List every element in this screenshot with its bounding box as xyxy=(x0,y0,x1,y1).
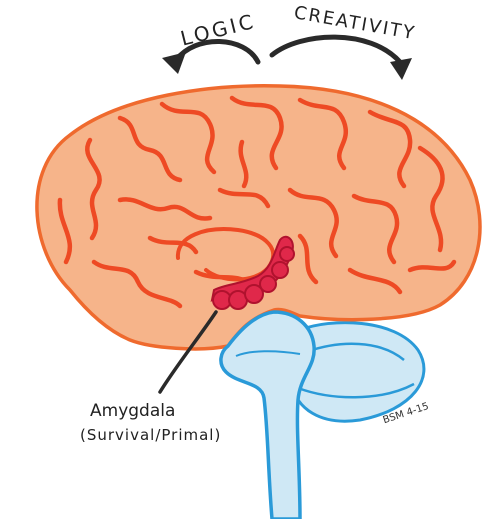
amygdala-description: (Survival/Primal) xyxy=(80,426,221,444)
brainstem xyxy=(221,312,314,519)
curved-arrow-left-icon xyxy=(162,41,258,74)
curved-arrow-right-icon xyxy=(272,37,412,80)
amygdala-label: Amygdala xyxy=(90,401,175,421)
logic-label: LOGIC xyxy=(178,9,258,51)
cerebral-cortex xyxy=(37,86,480,349)
